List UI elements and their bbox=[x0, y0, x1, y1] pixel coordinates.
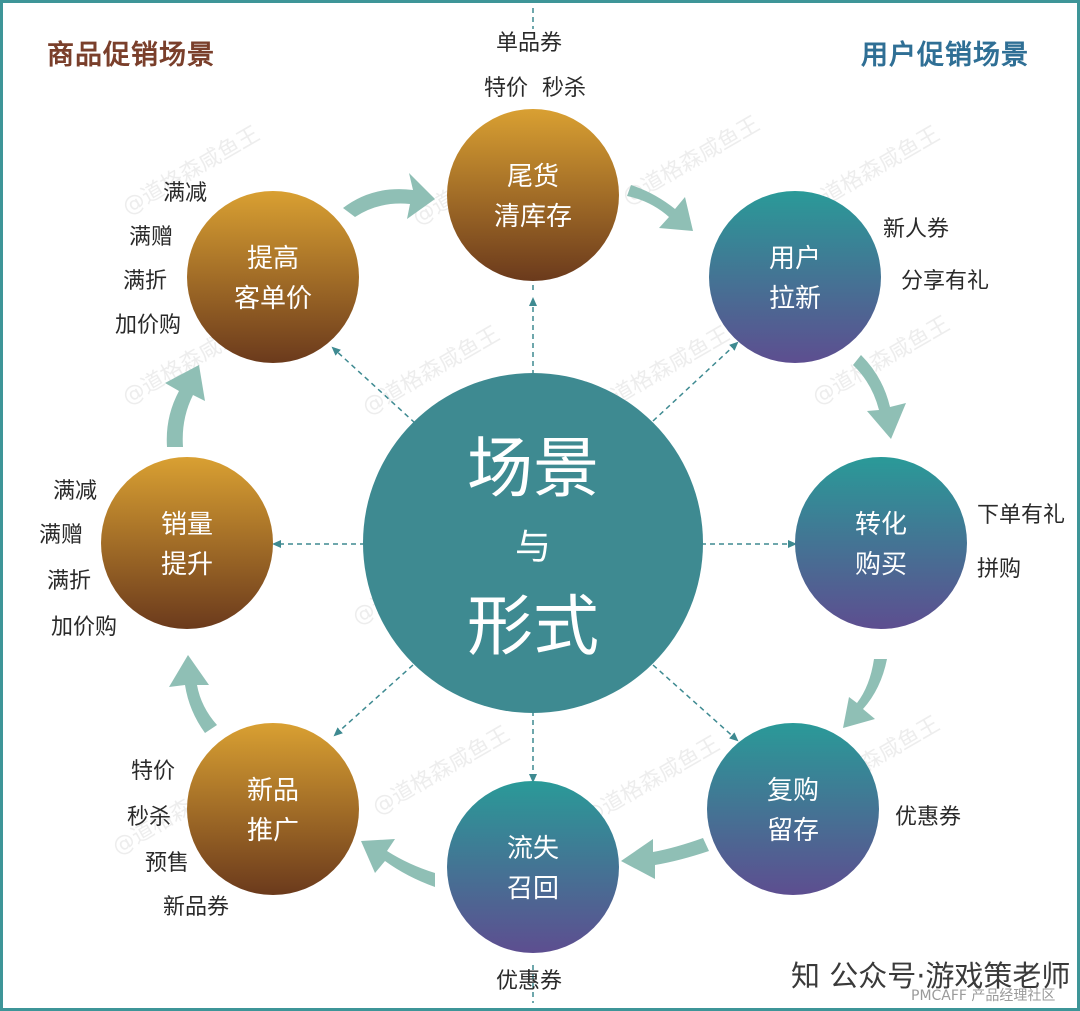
node-label: 购买 bbox=[855, 550, 907, 580]
center-circle bbox=[363, 373, 703, 713]
center-node: 场景 与 形式 bbox=[363, 373, 703, 713]
node-circle bbox=[447, 781, 619, 953]
center-title-line2: 与 bbox=[515, 527, 551, 568]
node-label: 拉新 bbox=[769, 284, 821, 314]
label-upper-right: 分享有礼 bbox=[901, 269, 990, 294]
flow-arrow-icon bbox=[343, 173, 435, 219]
connector-lines bbox=[272, 8, 797, 1003]
label-left: 满赠 bbox=[39, 523, 84, 548]
node-circle bbox=[707, 723, 879, 895]
label-right: 下单有礼 bbox=[977, 503, 1066, 528]
dashed-connector bbox=[331, 346, 416, 424]
label-left: 满减 bbox=[53, 479, 98, 504]
footer-account-watermark: 知 公众号·游戏策老师 bbox=[791, 959, 1071, 993]
label-upper-left: 满赠 bbox=[129, 225, 174, 250]
flow-arrow-icon bbox=[621, 838, 709, 879]
cycle-diagram: 场景 与 形式 尾货 清库存 提高 客单价 销量 提升 新品 推广 流失 召回 bbox=[101, 8, 967, 1003]
node-label: 用户 bbox=[769, 244, 821, 274]
node-label: 提升 bbox=[161, 550, 213, 580]
node-circle bbox=[447, 109, 619, 281]
label-lower-right: 优惠券 bbox=[895, 805, 962, 830]
label-bottom: 优惠券 bbox=[496, 969, 563, 994]
header-user-promotion: 用户促销场景 bbox=[861, 40, 1029, 71]
dashed-connector bbox=[652, 664, 739, 742]
node-raise-order-value: 提高 客单价 bbox=[187, 191, 359, 363]
node-label: 清库存 bbox=[494, 202, 572, 232]
center-title-line3: 形式 bbox=[467, 588, 599, 665]
label-lower-left: 秒杀 bbox=[127, 805, 172, 830]
node-circle bbox=[101, 457, 273, 629]
flow-arrow-icon bbox=[361, 839, 435, 887]
flow-arrow-icon bbox=[165, 365, 205, 447]
node-circle bbox=[709, 191, 881, 363]
node-label: 尾货 bbox=[507, 162, 559, 192]
flow-arrow-icon bbox=[627, 185, 693, 231]
label-lower-left: 特价 bbox=[131, 759, 176, 784]
node-label: 留存 bbox=[767, 816, 819, 846]
node-label: 客单价 bbox=[234, 284, 312, 314]
label-upper-right: 新人券 bbox=[883, 217, 950, 242]
label-left: 加价购 bbox=[51, 615, 118, 640]
label-upper-left: 加价购 bbox=[115, 313, 182, 338]
label-top: 单品券 bbox=[496, 31, 563, 56]
label-top: 特价 秒杀 bbox=[484, 76, 586, 101]
label-lower-left: 预售 bbox=[145, 851, 190, 876]
center-title-line1: 场景 bbox=[467, 430, 599, 507]
node-new-product: 新品 推广 bbox=[187, 723, 359, 895]
cycle-arrows bbox=[165, 173, 906, 887]
flow-arrow-icon bbox=[853, 355, 906, 439]
node-clearance: 尾货 清库存 bbox=[447, 109, 619, 281]
label-left: 满折 bbox=[47, 569, 92, 594]
dashed-connector bbox=[333, 664, 414, 737]
node-label: 推广 bbox=[247, 816, 299, 846]
node-acquisition: 用户 拉新 bbox=[709, 191, 881, 363]
label-lower-left: 新品券 bbox=[163, 895, 230, 920]
header-product-promotion: 商品促销场景 bbox=[47, 40, 215, 71]
node-circle bbox=[187, 723, 359, 895]
flow-arrow-icon bbox=[843, 659, 887, 728]
node-conversion: 转化 购买 bbox=[795, 457, 967, 629]
node-label: 复购 bbox=[767, 776, 819, 806]
node-churn-recall: 流失 召回 bbox=[447, 781, 619, 953]
node-sales-increase: 销量 提升 bbox=[101, 457, 273, 629]
node-label: 新品 bbox=[247, 776, 299, 806]
node-circle bbox=[795, 457, 967, 629]
node-label: 召回 bbox=[507, 874, 559, 904]
label-upper-left: 满折 bbox=[123, 269, 168, 294]
footer-site-watermark: PMCAFF 产品经理社区 bbox=[911, 988, 1056, 1004]
node-repurchase: 复购 留存 bbox=[707, 723, 879, 895]
node-label: 转化 bbox=[855, 510, 907, 540]
node-label: 流失 bbox=[507, 834, 559, 864]
label-upper-left: 满减 bbox=[163, 181, 208, 206]
node-circle bbox=[187, 191, 359, 363]
label-right: 拼购 bbox=[977, 557, 1022, 582]
dashed-connector bbox=[652, 341, 739, 422]
node-label: 销量 bbox=[161, 510, 213, 540]
node-label: 提高 bbox=[247, 244, 299, 274]
flow-arrow-icon bbox=[169, 655, 217, 733]
